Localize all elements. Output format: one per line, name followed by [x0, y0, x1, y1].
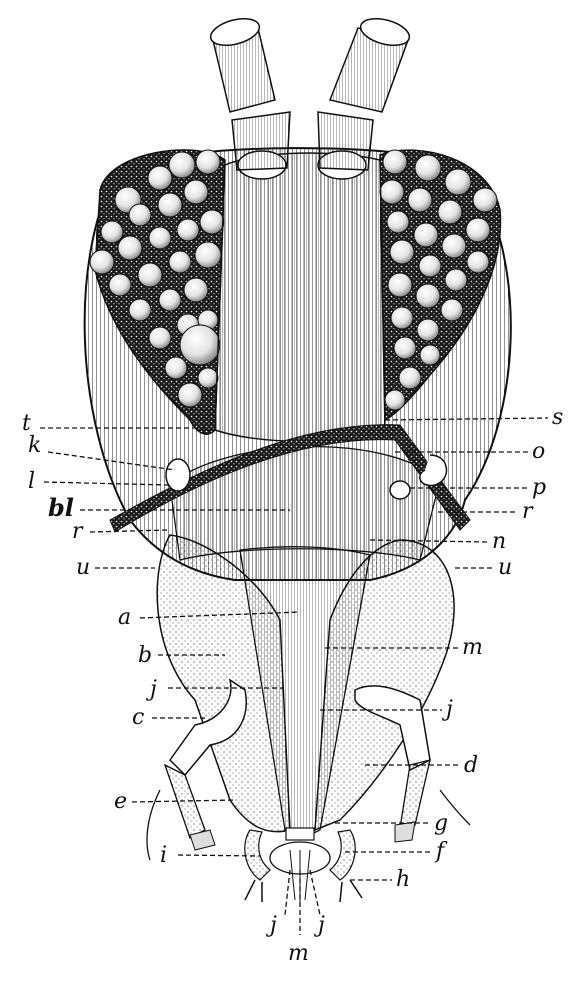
left-eye-facet [177, 382, 203, 408]
right-eye-facet [414, 154, 442, 182]
label-n: n [492, 529, 506, 554]
left-eye-facet [158, 288, 182, 312]
left-eye-facet [183, 179, 209, 205]
label-l: l [28, 469, 35, 494]
right-eye-facet [413, 222, 439, 248]
left-eye-facet [157, 192, 183, 218]
left-eye-facet [128, 298, 152, 322]
label-j-bottom-right: j [313, 913, 325, 938]
right-eye-facet [444, 268, 468, 292]
left-eye-facet [195, 149, 221, 175]
label-a: a [118, 605, 131, 630]
left-eye-facet [168, 151, 196, 179]
label-u-right: u [498, 555, 512, 580]
left-eye-facet [179, 324, 221, 366]
right-eye-facet [389, 239, 415, 265]
right-eye-facet [472, 187, 498, 213]
right-eye-facet [465, 217, 491, 243]
left-mandible [156, 534, 291, 833]
label-u-left: u [76, 555, 90, 580]
right-eye-facet [384, 389, 406, 411]
right-eye-facet [466, 250, 490, 274]
left-eye-facet [147, 165, 173, 191]
label-m-bottom: m [288, 941, 309, 966]
right-eye-facet [386, 210, 410, 234]
left-palp [163, 678, 247, 851]
right-eye-facet [415, 283, 441, 309]
right-eye-facet [398, 366, 422, 390]
right-eye-facet [382, 149, 408, 175]
label-j-bottom-left: j [265, 913, 277, 938]
label-m: m [462, 635, 483, 660]
label-d: d [464, 753, 478, 778]
right-antenna [317, 17, 411, 180]
label-r-left: r [72, 519, 84, 544]
left-eye-facet [100, 220, 124, 244]
right-eye-facet [418, 254, 442, 278]
right-antennal-socket [389, 454, 448, 500]
right-eye-facet [407, 187, 433, 213]
label-i: i [160, 843, 167, 868]
right-palp [354, 685, 431, 843]
left-eye-facet [168, 250, 192, 274]
label-h: h [396, 867, 410, 892]
label-j-left: j [145, 677, 157, 702]
label-r-right: r [522, 499, 534, 524]
left-eye-facet [199, 209, 225, 235]
left-eye-facet [148, 326, 172, 350]
right-eye-facet [416, 318, 440, 342]
label-f: f [434, 839, 448, 864]
left-eye-facet [108, 273, 132, 297]
label-j-right: j [441, 697, 453, 722]
left-eye-facet [164, 356, 188, 380]
label-bl: bl [48, 493, 74, 522]
right-eye-facet [444, 168, 472, 196]
label-c: c [132, 705, 144, 730]
left-antenna [209, 17, 291, 180]
mouthpart-tip [244, 827, 363, 903]
left-eye-facet [183, 277, 209, 303]
left-antennal-socket [165, 458, 191, 492]
right-eye-facet [440, 298, 464, 322]
right-eye-facet [441, 233, 467, 259]
left-compound-eye [89, 149, 226, 435]
label-t: t [22, 411, 31, 436]
left-eye-facet [176, 218, 200, 242]
label-e: e [114, 789, 127, 814]
right-eye-facet [387, 272, 413, 298]
right-compound-eye [379, 149, 502, 422]
left-eye-facet [137, 262, 163, 288]
label-k: k [28, 433, 41, 458]
leader-lines [40, 417, 549, 935]
label-b: b [138, 643, 152, 668]
left-eye-facet [194, 241, 222, 269]
right-mandible [314, 539, 455, 832]
right-eye-facet [419, 344, 441, 366]
label-p: p [532, 475, 546, 500]
left-eye-facet [148, 226, 172, 250]
right-eye-facet [379, 179, 405, 205]
right-eye-facet [390, 306, 414, 330]
right-eye-facet [437, 199, 463, 225]
left-eye-facet [197, 367, 219, 389]
label-o: o [532, 439, 545, 464]
frons-plate [214, 152, 386, 442]
left-eye-facet [117, 235, 143, 261]
left-eye-facet [128, 203, 152, 227]
label-s: s [552, 405, 563, 430]
epistomal-band [109, 424, 471, 533]
right-eye-facet [393, 336, 417, 360]
left-eye-facet [89, 249, 115, 275]
label-g: g [434, 811, 448, 836]
